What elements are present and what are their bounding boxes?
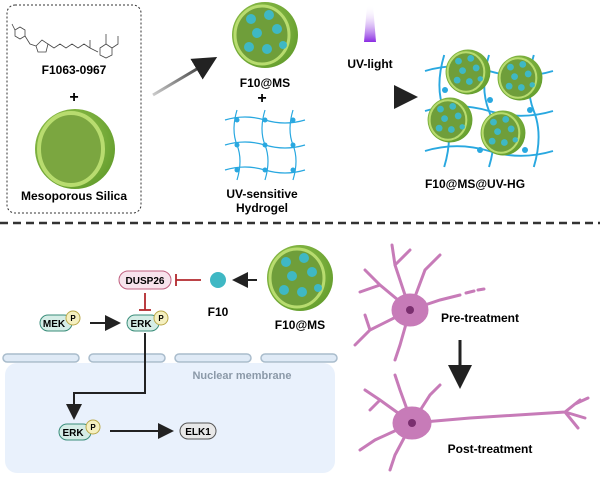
carrier-label: Mesoporous Silica (21, 189, 127, 203)
erk-label: ERK (130, 319, 152, 330)
f10-ms-sphere (230, 0, 300, 70)
erk-nuclear-label: ERK (62, 428, 84, 439)
nuclear-membrane-label: Nuclear membrane (192, 370, 291, 382)
plus-sign-2: + (257, 90, 266, 107)
f10-ms-sphere-pathway (265, 243, 335, 313)
dusp26-label: DUSP26 (126, 276, 165, 287)
elk1-node (179, 422, 217, 440)
uv-label: UV-light (347, 57, 392, 71)
dusp26-node (118, 270, 172, 290)
inhibit-arrow-dusp26-erk (139, 293, 151, 311)
arrow-erk-translocation (66, 333, 146, 420)
product-label: F10@MS@UV-HG (425, 177, 525, 191)
phospho-label: P (90, 423, 96, 432)
uv-light-beam (364, 5, 376, 42)
hydrogel-label-1: UV-sensitive (226, 187, 298, 201)
mesoporous-silica-sphere (35, 109, 115, 189)
hydrogel-network (224, 109, 306, 181)
f10-molecule (210, 272, 226, 288)
f10ms-label: F10@MS (275, 318, 325, 332)
f10-ms-uv-hg-composite (424, 48, 554, 168)
phospho-badge (85, 419, 101, 435)
mek-label: MEK (43, 319, 66, 330)
elk1-label: ELK1 (185, 427, 211, 438)
molecule-structure (11, 23, 119, 59)
phospho-badge (153, 310, 169, 326)
neuron-post-treatment (358, 373, 590, 472)
pre-treatment-label: Pre-treatment (441, 311, 519, 325)
loaded-label: F10@MS (240, 76, 290, 90)
phospho-label: P (70, 314, 76, 323)
nucleus-region (5, 363, 335, 473)
plus-sign: + (69, 89, 78, 106)
inhibit-arrow-f10-dusp26 (175, 274, 201, 286)
post-treatment-label: Post-treatment (448, 442, 533, 456)
f10-label: F10 (208, 305, 229, 319)
reagents-box (6, 4, 142, 214)
hydrogel-label-2: Hydrogel (236, 201, 288, 215)
compound-label: F1063-0967 (42, 63, 107, 77)
arrow-loading (152, 56, 218, 97)
nuclear-membrane (2, 353, 338, 363)
phospho-label: P (158, 314, 164, 323)
neuron-pre-treatment (353, 243, 486, 362)
phospho-badge (65, 310, 81, 326)
